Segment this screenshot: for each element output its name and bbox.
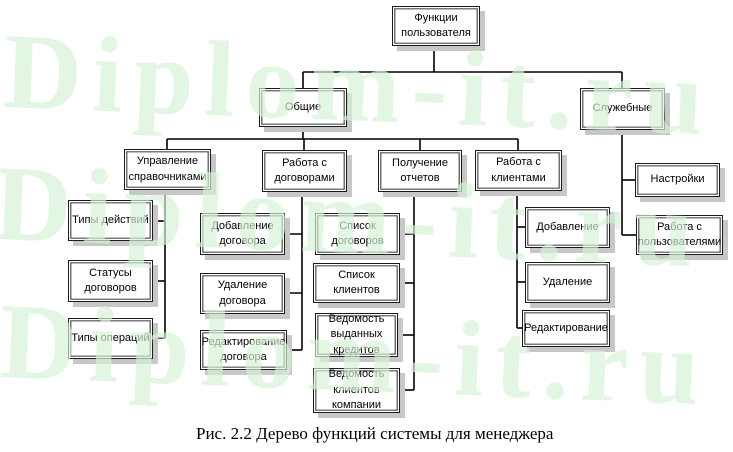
node-contracts-work: Работа с договорами	[262, 150, 347, 192]
node-users-work: Работа с пользователями	[636, 215, 723, 255]
node-contracts-list: Список договоров	[315, 213, 400, 255]
node-settings: Настройки	[635, 163, 720, 197]
node-general: Общие	[259, 88, 347, 127]
node-edit-client: Редактирование	[522, 310, 610, 347]
node-add-contract: Добавление договора	[200, 213, 285, 255]
node-service: Служебные	[580, 88, 665, 130]
node-reference-management: Управление справочниками	[124, 149, 211, 190]
node-clients-work: Работа с клиентами	[475, 150, 562, 191]
node-action-types: Типы действий	[68, 200, 153, 241]
node-operation-types: Типы операций	[68, 318, 153, 359]
node-reports: Получение отчетов	[378, 150, 462, 192]
node-contract-statuses: Статусы договоров	[68, 260, 153, 302]
node-clients-list: Список клиентов	[313, 263, 400, 303]
figure-caption: Рис. 2.2 Дерево функций системы для мене…	[196, 424, 554, 443]
node-delete-client: Удаление	[525, 262, 610, 303]
node-company-clients-report: Ведомость клиентов компании	[313, 368, 400, 413]
node-add-client: Добавление	[525, 207, 610, 248]
node-delete-contract: Удаление договора	[200, 273, 285, 314]
node-root: Функции пользователя	[392, 6, 480, 46]
node-issued-credits-report: Ведомость выданных кредитов	[315, 313, 398, 357]
node-edit-contract: Редактирование договора	[200, 330, 287, 370]
